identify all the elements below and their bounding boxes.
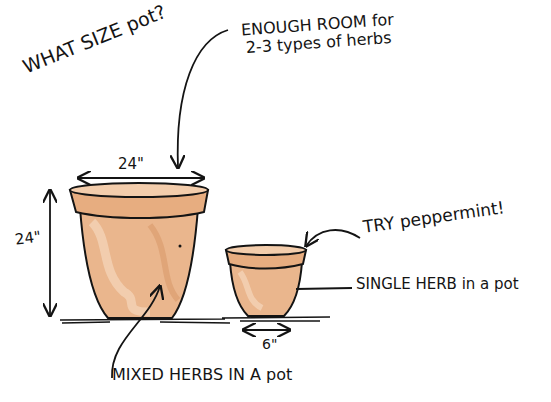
- pot-dot: [179, 245, 182, 248]
- dimension-label: 24": [14, 227, 50, 249]
- callout-note: ENOUGH ROOM for 2-3 types of herbs: [232, 10, 404, 59]
- dimension-label: 24": [118, 156, 158, 173]
- caption-note: MIXED HERBS IN A pot: [112, 366, 412, 384]
- pot-shading: [240, 272, 262, 308]
- leader-arrow: [112, 286, 160, 378]
- callout-note: TRY peppermint!: [362, 192, 549, 237]
- height-dimension: [49, 190, 51, 316]
- pot-shading: [92, 222, 150, 312]
- leader-arrow: [306, 230, 360, 246]
- dimension-label: 6": [262, 336, 292, 352]
- leader-line: [296, 288, 352, 289]
- width-dimension: [78, 177, 204, 179]
- small-pot-opening: [226, 245, 306, 255]
- leader-arrow: [178, 30, 228, 168]
- small-pot-body: [230, 262, 302, 316]
- ground-line: [60, 317, 330, 323]
- large-pot-body: [80, 208, 198, 318]
- width-dimension: [243, 329, 290, 331]
- callout-note: SINGLE HERB in a pot: [356, 276, 521, 293]
- pot-shading: [150, 225, 178, 300]
- large-pot-opening: [70, 183, 208, 197]
- title-note: WHAT SIZE pot?: [20, 0, 232, 78]
